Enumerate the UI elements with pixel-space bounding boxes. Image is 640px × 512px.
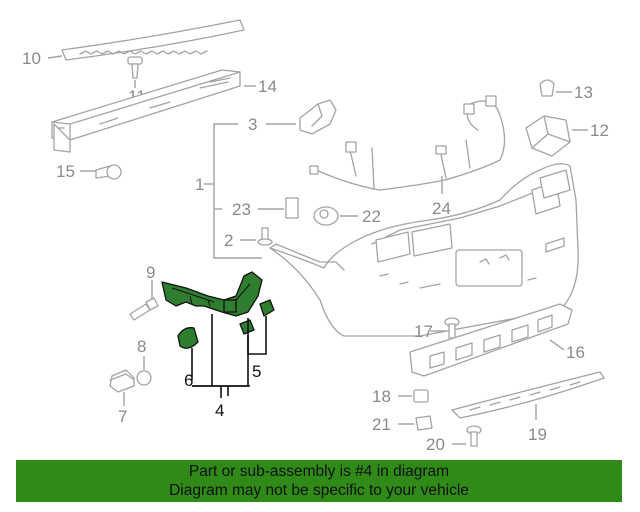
part-15-bolt xyxy=(95,164,122,180)
part-13-clip xyxy=(539,79,555,97)
callout-23: 23 xyxy=(232,200,251,219)
callout-6: 6 xyxy=(184,371,193,390)
part-4-bracket-highlighted xyxy=(161,271,263,317)
callout-24: 24 xyxy=(432,199,451,218)
exploded-parts-diagram: 10 11 14 15 1 3 23 2 xyxy=(22,19,609,454)
callout-4: 4 xyxy=(215,401,224,420)
part-2-bolt xyxy=(257,227,273,246)
part-10-absorber xyxy=(61,19,245,61)
notice-line-part: Part or sub-assembly is #4 in diagram xyxy=(188,463,450,480)
callout-19: 19 xyxy=(528,425,547,444)
part-8-nut xyxy=(136,370,152,386)
callout-1: 1 xyxy=(195,175,204,194)
callout-18: 18 xyxy=(372,387,391,406)
part-19-diffuser xyxy=(451,371,605,419)
part-21-clip xyxy=(415,415,433,431)
callout-3: 3 xyxy=(248,115,257,134)
callout-7: 7 xyxy=(118,407,127,426)
callout-12: 12 xyxy=(590,121,609,140)
part-22-sensor xyxy=(313,206,339,226)
part-24-wiring-harness xyxy=(309,95,506,191)
callout-20: 20 xyxy=(426,435,445,454)
part-5-clips-highlighted xyxy=(239,299,275,335)
callout-22: 22 xyxy=(362,207,381,226)
callout-2: 2 xyxy=(224,231,233,250)
callout-8: 8 xyxy=(137,337,146,356)
part-23-label xyxy=(285,197,299,219)
callout-14: 14 xyxy=(258,77,277,96)
part-12-bracket xyxy=(525,115,571,157)
callout-5: 5 xyxy=(252,362,261,381)
callout-21: 21 xyxy=(372,415,391,434)
part-18-clip xyxy=(413,389,429,403)
part-7-clip xyxy=(109,369,135,393)
callout-17: 17 xyxy=(414,322,433,341)
callout-15: 15 xyxy=(56,162,75,181)
part-11-push-pin xyxy=(127,56,143,79)
part-16-lower-absorber xyxy=(409,303,573,377)
callout-9: 9 xyxy=(146,263,155,282)
part-20-bolt xyxy=(466,425,482,447)
callout-10: 10 xyxy=(22,49,41,68)
part-14-impact-bar xyxy=(51,69,241,153)
callout-13: 13 xyxy=(574,83,593,102)
notice-line-disclaimer: Diagram may not be specific to your vehi… xyxy=(169,482,469,499)
diagram-notice-banner: Part or sub-assembly is #4 in diagram Di… xyxy=(16,460,622,502)
callout-16: 16 xyxy=(566,343,585,362)
part-9-push-pin xyxy=(129,297,159,321)
part-6-retainer-highlighted xyxy=(177,327,199,349)
bumper-fascia xyxy=(269,163,579,337)
part-3-sensor-bracket xyxy=(299,99,337,135)
